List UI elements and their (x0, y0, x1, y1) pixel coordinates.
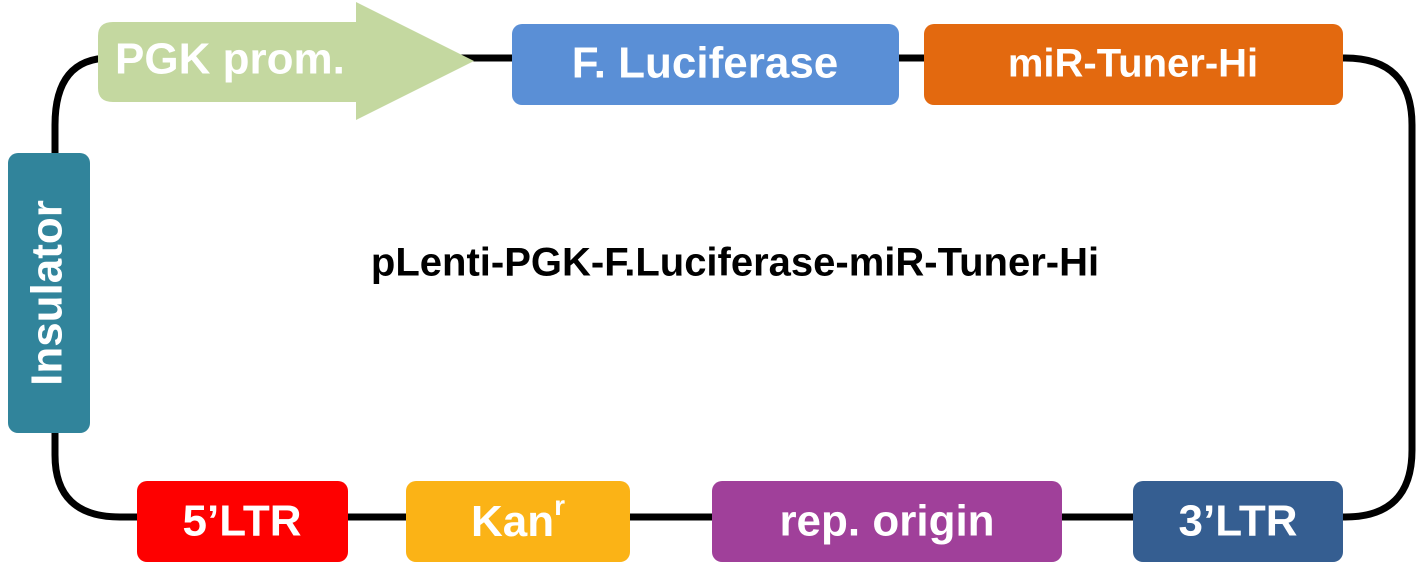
luciferase-box (512, 24, 899, 105)
luciferase-element: F. Luciferase (512, 24, 899, 105)
kan-superscript: r (554, 490, 565, 521)
ltr3-element: 3’LTR (1133, 481, 1343, 562)
kan-element: Kanr (406, 481, 630, 562)
rep-origin-box (712, 481, 1062, 562)
mir-tuner-element: miR-Tuner-Hi (924, 24, 1343, 105)
ltr5-box (137, 481, 348, 562)
mir-tuner-label: miR-Tuner-Hi (1008, 42, 1258, 86)
ltr5-label: 5’LTR (183, 497, 302, 546)
kan-label-text: Kanr (471, 490, 565, 545)
kan-label: Kan (471, 497, 554, 546)
mir-tuner-box (924, 24, 1343, 105)
rep-origin-label: rep. origin (779, 497, 994, 546)
promoter-label: PGK prom. (115, 35, 345, 84)
luciferase-label: F. Luciferase (572, 39, 839, 88)
plasmid-title: pLenti-PGK-F.Luciferase-miR-Tuner-Hi (371, 241, 1099, 285)
promoter-arrow-shape (98, 2, 474, 120)
insulator-element: Insulator (8, 153, 90, 433)
ltr3-box (1133, 481, 1343, 562)
ltr3-label: 3’LTR (1179, 497, 1298, 546)
insulator-box (8, 153, 90, 433)
insulator-label: Insulator (23, 200, 72, 386)
pgk-promoter-element: PGK prom. (98, 2, 474, 120)
plasmid-backbone (51, 54, 1416, 521)
rep-origin-element: rep. origin (712, 481, 1062, 562)
kan-box (406, 481, 630, 562)
ltr5-element: 5’LTR (137, 481, 348, 562)
